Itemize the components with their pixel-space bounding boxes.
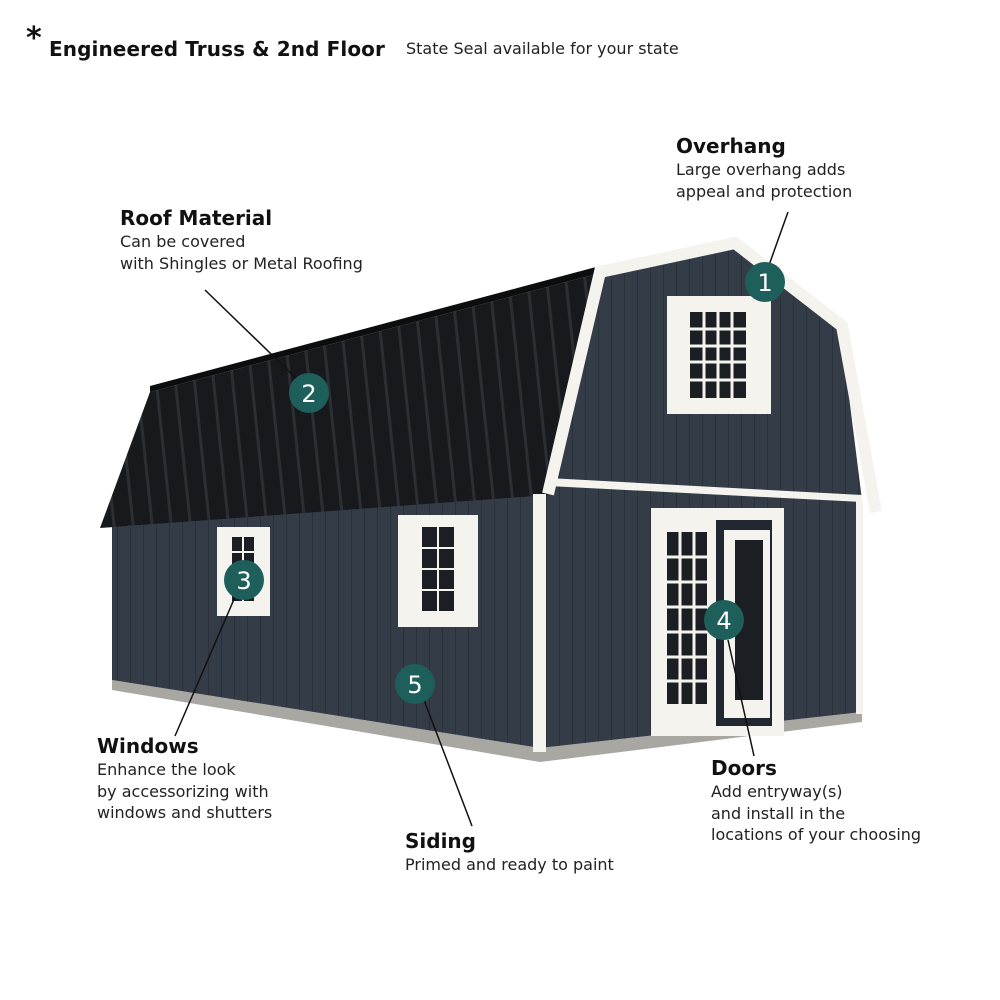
marker-number: 2 (301, 380, 316, 408)
callout-windows: Windows Enhance the look by accessorizin… (97, 733, 272, 824)
callout-doors: Doors Add entryway(s) and install in the… (711, 755, 921, 846)
marker-number: 3 (236, 567, 251, 595)
callout-text: Large overhang adds (676, 160, 846, 179)
marker-2: 2 (289, 373, 329, 413)
callout-text: locations of your choosing (711, 825, 922, 844)
marker-number: 1 (757, 269, 772, 297)
asterisk-mark: * (26, 21, 42, 56)
page-subtitle: State Seal available for your state (406, 39, 679, 58)
side-window-right (398, 515, 478, 627)
callout-heading: Overhang (676, 134, 786, 158)
marker-1: 1 (745, 262, 785, 302)
callout-heading: Siding (405, 829, 476, 853)
marker-number: 5 (407, 671, 422, 699)
leader-lines (174, 211, 789, 827)
callout-text: Add entryway(s) (711, 782, 843, 801)
gable-trim (542, 236, 882, 514)
foundation (112, 680, 862, 762)
marker-3: 3 (224, 560, 264, 600)
corner-trim (533, 494, 546, 752)
callout-text: Primed and ready to paint (405, 855, 614, 874)
callout-heading: Windows (97, 734, 199, 758)
roof-panels (100, 273, 600, 528)
page-title: Engineered Truss & 2nd Floor (49, 37, 385, 61)
roof-top-cap (150, 267, 600, 392)
floor-trim-band (548, 478, 862, 502)
callout-heading: Roof Material (120, 206, 273, 230)
marker-number: 4 (716, 607, 731, 635)
gable-window (667, 296, 771, 414)
callout-overhang: Overhang Large overhang adds appeal and … (676, 133, 852, 202)
right-corner-trim (856, 500, 863, 714)
callout-heading: Doors (711, 756, 777, 780)
callout-text: Enhance the look (97, 760, 236, 779)
callout-siding: Siding Primed and ready to paint (405, 828, 614, 876)
callout-roof-material: Roof Material Can be covered with Shingl… (120, 205, 363, 274)
marker-5: 5 (395, 664, 435, 704)
callout-text: and install in the (711, 803, 846, 823)
callout-text: with Shingles or Metal Roofing (120, 253, 363, 273)
marker-4: 4 (704, 600, 744, 640)
callout-text: appeal and protection (676, 181, 853, 201)
callout-text: Can be covered (120, 232, 246, 251)
callout-text: windows and shutters (97, 803, 273, 822)
callout-text: by accessorizing with (97, 781, 269, 801)
